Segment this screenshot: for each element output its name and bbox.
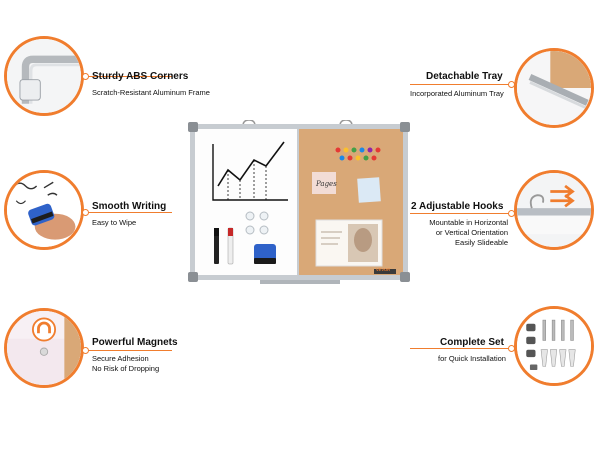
corner-icon: [4, 36, 84, 116]
feature-title: Complete Set: [440, 337, 504, 348]
feature-subtitle-line: No Risk of Dropping: [92, 364, 160, 373]
tray-icon: [514, 48, 594, 128]
magnet-icon: [4, 308, 84, 388]
combo-board-illustration: Pages VEVOR: [188, 119, 410, 288]
feature-subtitle-line: or Vertical Orientation: [435, 228, 508, 237]
feature-subtitle-line: Easily Slideable: [455, 238, 508, 247]
screws-icon: [514, 306, 594, 386]
feature-title: Smooth Writing: [92, 201, 167, 212]
feature-subtitle-line: Secure Adhesion: [92, 354, 149, 363]
eraser-hand-icon: [4, 170, 84, 250]
hook-icon: [514, 170, 594, 250]
feature-subtitle-line: for Quick Installation: [438, 354, 506, 363]
feature-subtitle-line: Incorporated Aluminum Tray: [410, 89, 504, 98]
feature-title: Powerful Magnets: [92, 337, 178, 348]
feature-title: Detachable Tray: [426, 71, 503, 82]
feature-title: 2 Adjustable Hooks: [411, 201, 504, 212]
brand-label: VEVOR: [376, 267, 391, 272]
feature-subtitle-line: Mountable in Horizontal: [429, 218, 508, 227]
feature-subtitle-line: Easy to Wipe: [92, 218, 137, 227]
feature-title: Sturdy ABS Corners: [92, 71, 189, 82]
feature-subtitle-line: Scratch-Resistant Aluminum Frame: [92, 88, 210, 97]
sticky-note-text: Pages: [316, 180, 337, 188]
